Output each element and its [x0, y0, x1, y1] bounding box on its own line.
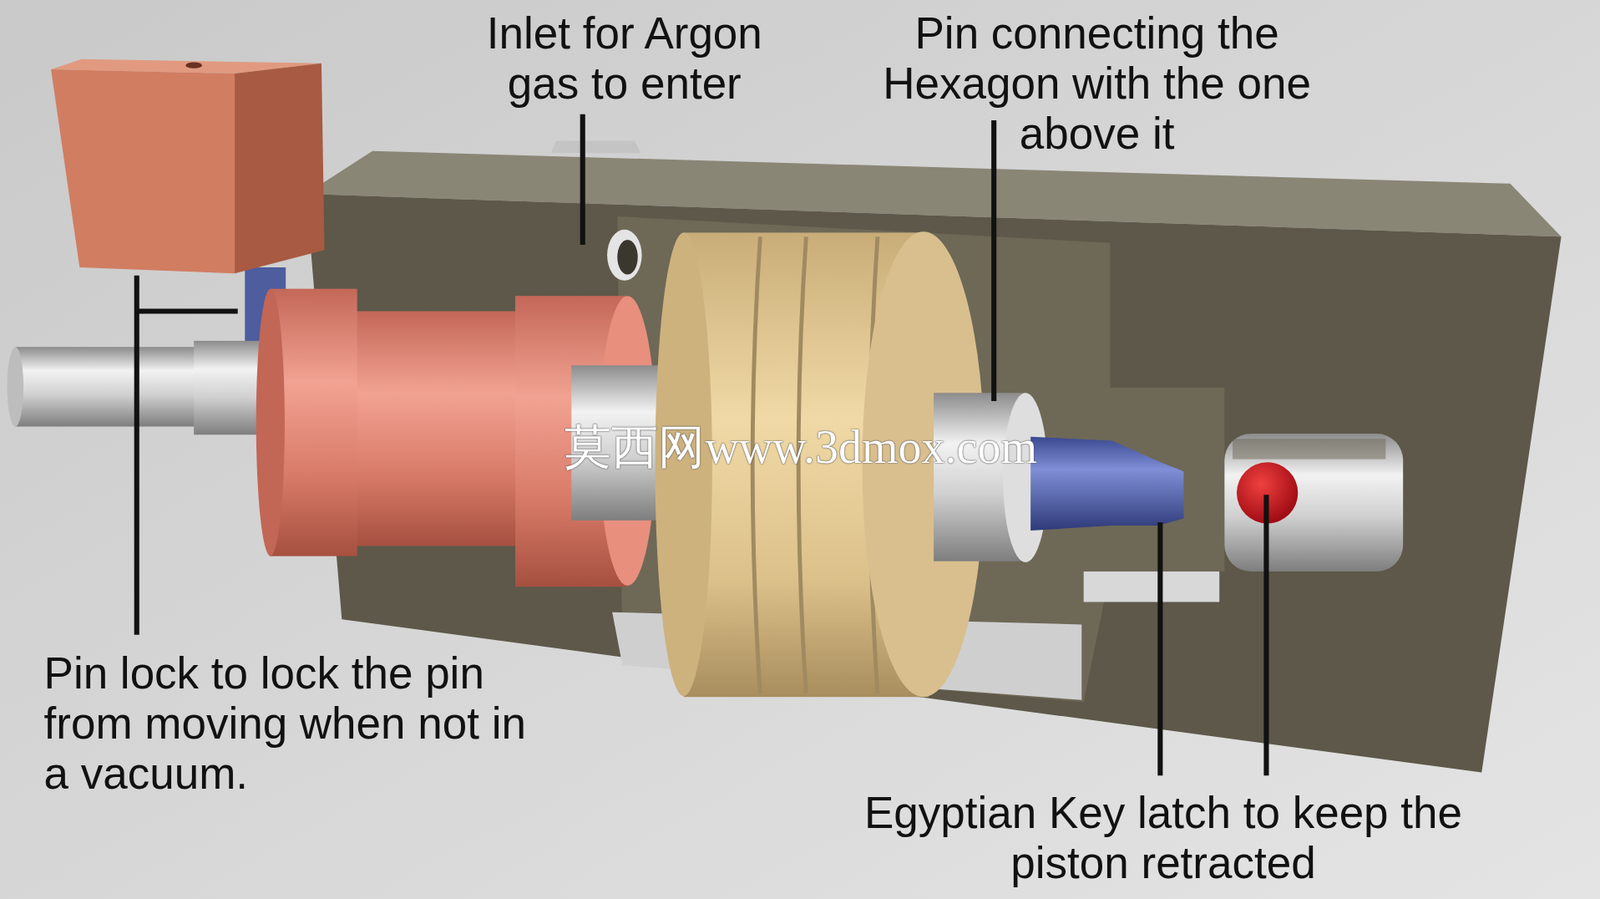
- callout-label: Egyptian Key latch to keep the piston re…: [856, 787, 1469, 888]
- callout-label: Pin connecting the Hexagon with the one …: [844, 8, 1350, 159]
- callout-label: Inlet for Argon gas to enter: [450, 8, 798, 109]
- watermark: 莫西网www.3dmox.com: [564, 420, 1038, 474]
- callout-label: Pin lock to lock the pin from moving whe…: [44, 648, 555, 799]
